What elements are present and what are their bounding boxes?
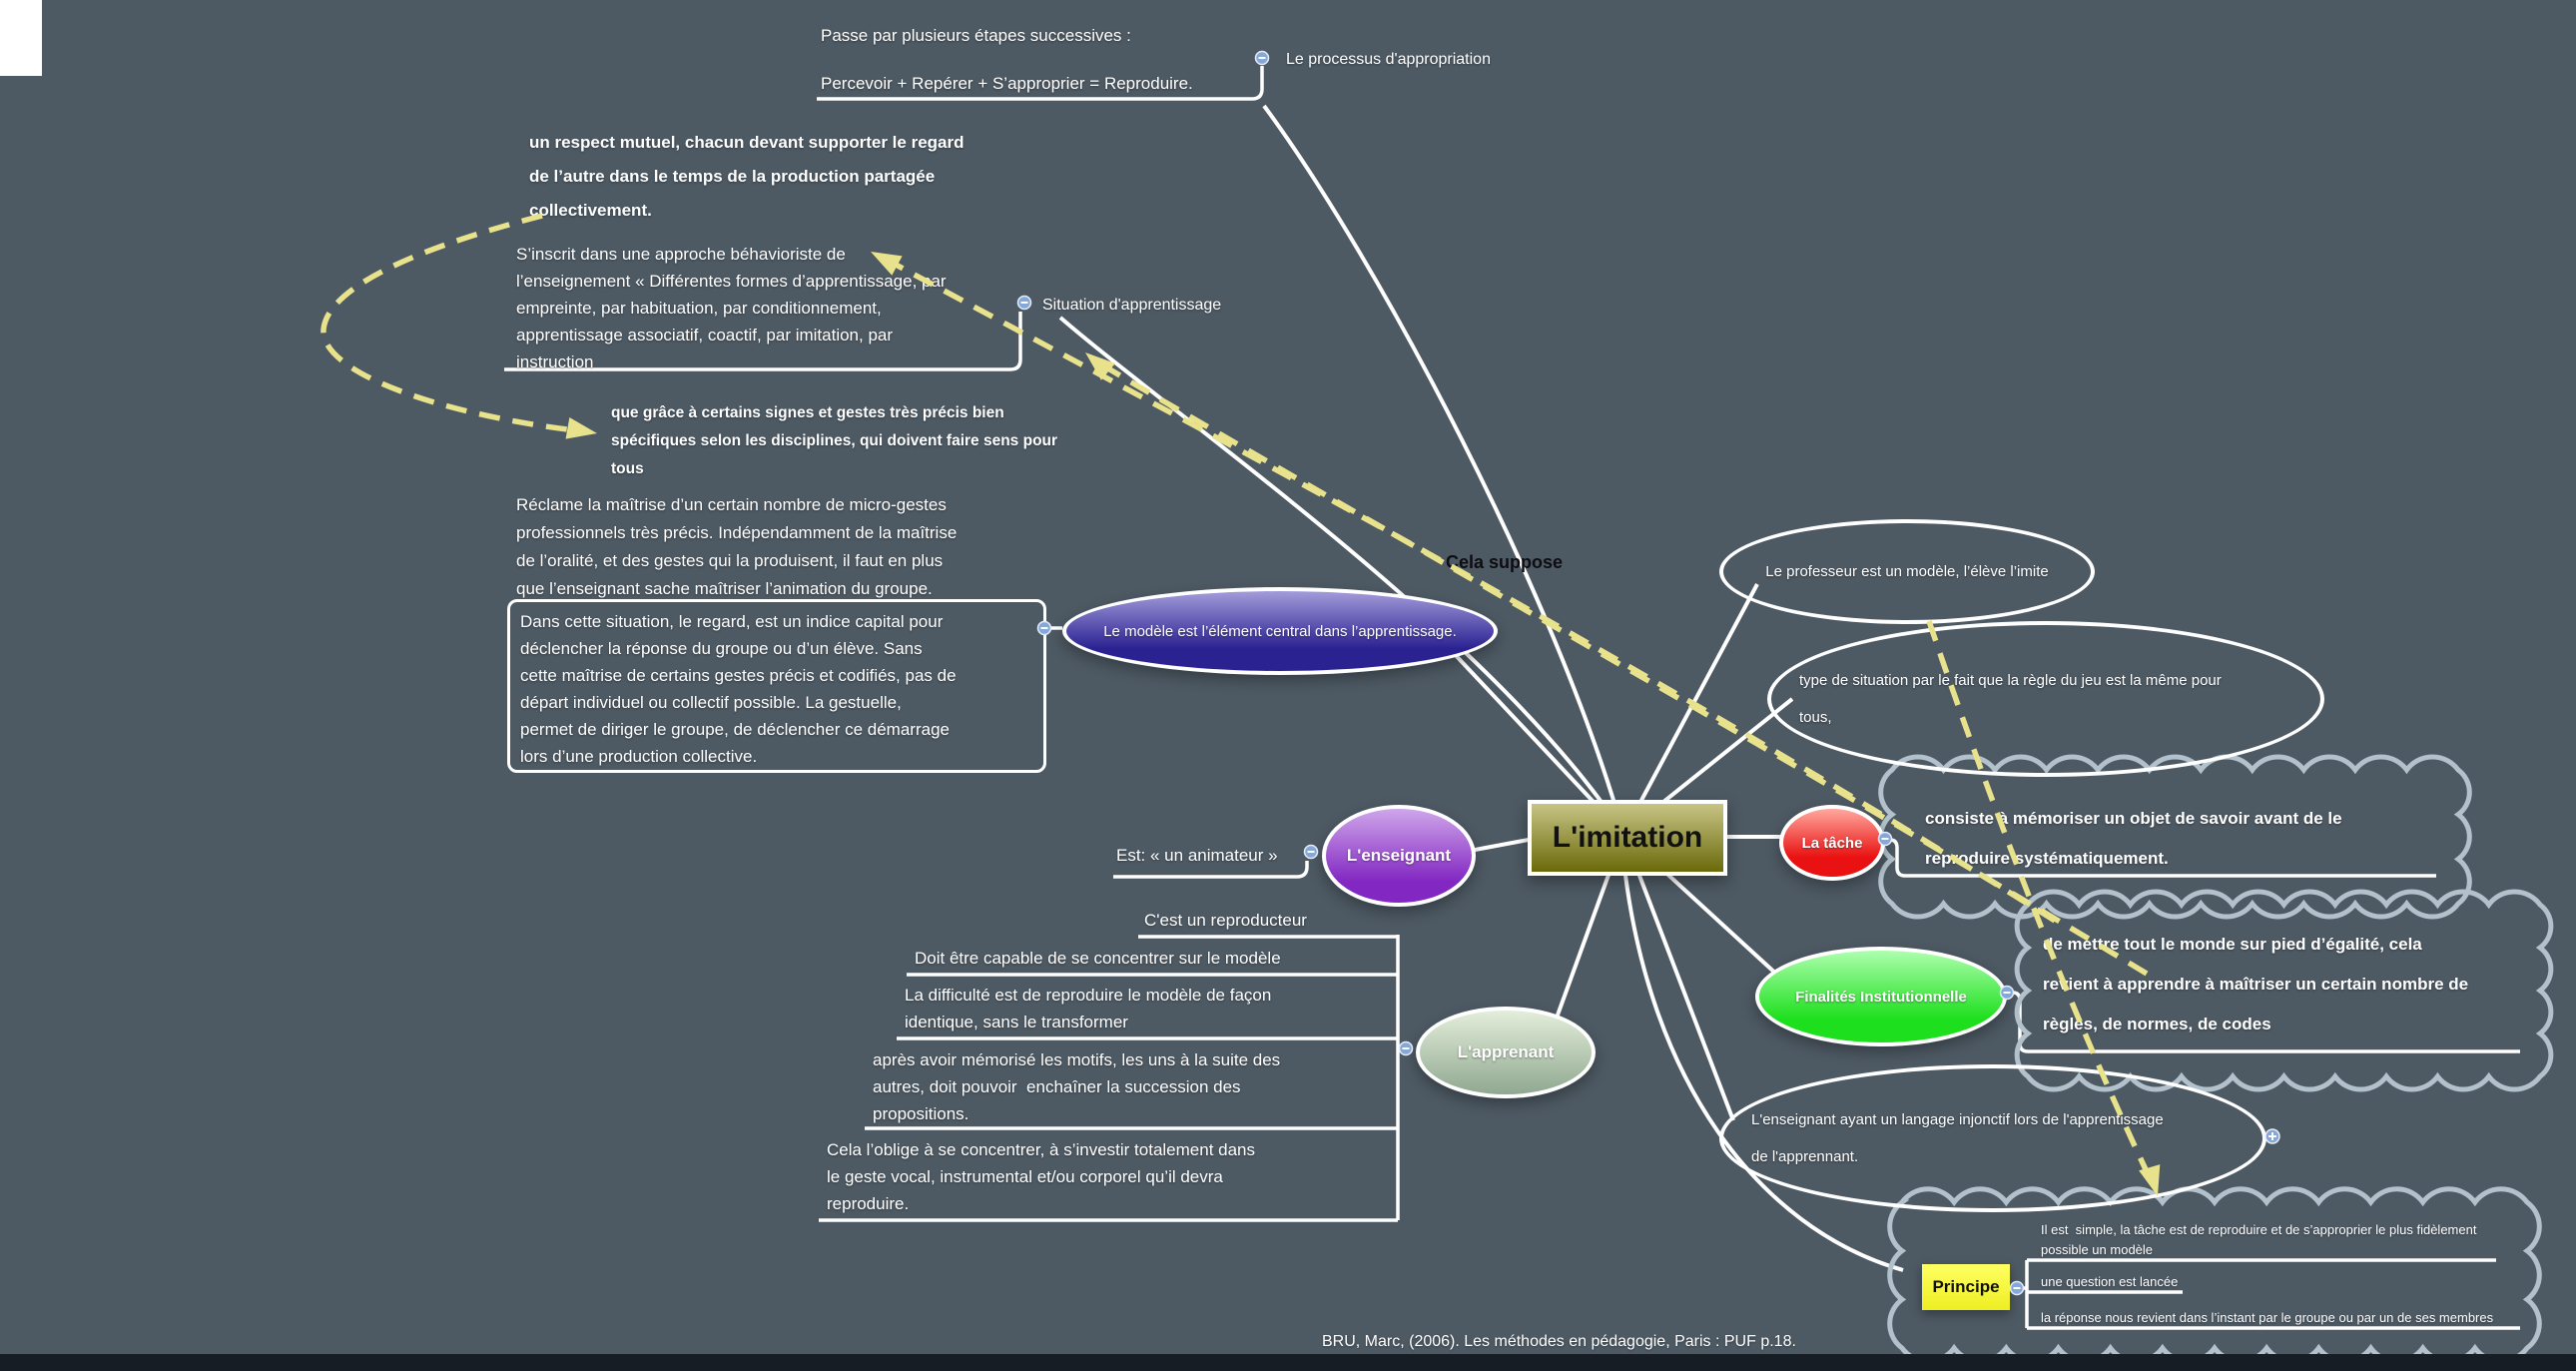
node-injonctif[interactable]: L'enseignant ayant un langage injonctif … [1719,1064,2266,1212]
arrowhead-principe [2139,1164,2161,1196]
note-que-grace[interactable]: que grâce à certains signes et gestes tr… [611,404,1058,477]
node-finalites-label: Finalités Institutionnelle [1795,988,1967,1006]
collapse-dot-tache[interactable] [1877,831,1893,847]
dashed-line-cela-suppose [883,256,2057,924]
apprenant-item-5[interactable]: Cela l’oblige à se concentrer, à s’inves… [827,1140,1256,1213]
node-etapes-line2[interactable]: Percevoir + Repérer + S’approprier = Rep… [821,74,1193,93]
node-imitation-central[interactable]: L'imitation [1528,800,1727,876]
collapse-dot-principe[interactable] [2009,1280,2025,1296]
branch-enseignant [1469,837,1535,853]
bracket-animateur [1113,861,1309,879]
bracket-processus [817,66,1264,101]
node-reclame[interactable]: Réclame la maîtrise d’un certain nombre … [516,495,958,598]
node-animateur[interactable]: Est: « un animateur » [1116,846,1278,865]
arrowhead-situation [1085,352,1116,380]
node-finalites-cloud-text[interactable]: de mettre tout le monde sur pied d’égali… [2043,935,2469,1033]
dashed-line-principe [1926,620,2156,1186]
principe-item-2[interactable]: une question est lancée [2041,1274,2179,1289]
node-regard-box[interactable]: Dans cette situation, le regard, est un … [507,599,1046,773]
node-professeur-label: Le professeur est un modèle, l’élève l’i… [1765,563,2049,580]
node-apprenant-label: L'apprenant [1457,1042,1555,1061]
branch-principe [1621,858,1904,1272]
bottom-strip [0,1354,2576,1371]
node-apprenant[interactable]: L'apprenant [1416,1007,1596,1098]
node-modele[interactable]: Le modèle est l’élément central dans l’a… [1062,587,1498,675]
citation: BRU, Marc, (2006). Les méthodes en pédag… [1322,1333,1796,1350]
node-tache[interactable]: La tâche [1779,805,1885,881]
branch-situation [1058,316,1625,836]
node-injonctif-label: L'enseignant ayant un langage injonctif … [1751,1111,2164,1165]
node-type-situation-label: type de situation par le fait que la règ… [1799,672,2222,726]
node-etapes-line1[interactable]: Passe par plusieurs étapes successives : [821,26,1131,45]
collapse-dot-finalites[interactable] [1999,985,2015,1001]
node-type-situation[interactable]: type de situation par le fait que la règ… [1767,621,2324,777]
node-principe[interactable]: Principe [1922,1264,2010,1310]
principe-item-1[interactable]: Il est simple, la tâche est de reproduir… [2041,1222,2477,1257]
node-modele-label: Le modèle est l’élément central dans l’a… [1103,622,1457,640]
canvas-corner-block [0,0,42,76]
cloud-principe [1887,1186,2542,1364]
arrowhead-que-grace [565,416,597,439]
branch-professeur [1621,583,1759,835]
dashed-line-situation [1094,358,2149,977]
principe-item-3[interactable]: la réponse nous revient dans l’instant p… [2041,1310,2494,1325]
bracket-principe [2023,1258,2520,1330]
arrowhead-respect [871,252,903,276]
apprenant-item-2[interactable]: Doit être capable de se concentrer sur l… [915,949,1281,968]
node-finalites[interactable]: Finalités Institutionnelle [1755,947,2007,1046]
collapse-dot-enseignant[interactable] [1303,844,1319,860]
bracket-situation [504,312,1022,371]
node-processus-label[interactable]: Le processus d'appropriation [1286,51,1491,68]
node-enseignant[interactable]: L'enseignant [1322,805,1476,907]
collapse-dot-modele[interactable] [1036,620,1052,636]
node-regard-text: Dans cette situation, le regard, est un … [520,612,957,766]
note-respect-mutuel[interactable]: un respect mutuel, chacun devant support… [529,133,965,220]
node-tache-label: La tâche [1801,834,1863,852]
expand-plus-icon[interactable] [2264,1128,2280,1144]
collapse-dot-processus[interactable] [1254,50,1270,66]
node-situation-label[interactable]: Situation d'apprentissage [1042,297,1222,314]
apprenant-item-1[interactable]: C'est un reproducteur [1144,911,1307,930]
node-tache-cloud-text[interactable]: consiste à mémoriser un objet de savoir … [1925,809,2342,868]
node-sinscrit[interactable]: S’inscrit dans une approche béhavioriste… [516,245,947,371]
apprenant-item-3[interactable]: La difficulté est de reproduire le modèl… [905,986,1272,1031]
collapse-dot-apprenant[interactable] [1398,1040,1414,1056]
branch-processus [1262,104,1625,835]
node-enseignant-label: L'enseignant [1346,846,1452,865]
branch-injonctif [1621,833,1735,1121]
collapse-dot-situation[interactable] [1016,295,1032,311]
bracket-tache-cloud [1889,838,2436,878]
node-professeur[interactable]: Le professeur est un modèle, l’élève l’i… [1719,519,2095,624]
dashed-curve-respect [321,213,576,433]
apprenant-item-4[interactable]: après avoir mémorisé les motifs, les uns… [873,1050,1281,1123]
